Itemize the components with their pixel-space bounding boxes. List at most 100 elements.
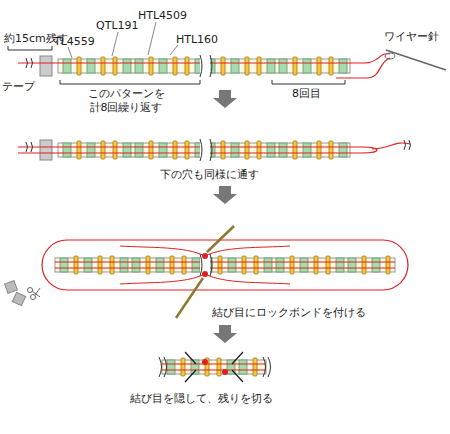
knot <box>202 359 208 365</box>
square-bead <box>267 59 275 73</box>
ring-bead <box>98 256 102 274</box>
ring-bead <box>101 57 105 75</box>
leader-line <box>68 47 72 58</box>
ring-bead <box>146 256 150 274</box>
square-bead <box>159 59 167 73</box>
square-bead <box>167 360 175 374</box>
ring-bead <box>77 57 81 75</box>
wire-needle <box>176 278 203 318</box>
square-bead <box>279 59 287 73</box>
label: テープ <box>2 80 35 94</box>
ring-bead <box>149 141 153 159</box>
wire <box>18 62 58 63</box>
label-text: 結び目を隠して、残りを切る <box>130 392 273 405</box>
square-bead <box>120 258 128 272</box>
square-bead <box>372 258 380 272</box>
wire <box>372 143 410 149</box>
break-mark <box>200 55 212 77</box>
square-bead <box>303 59 311 73</box>
ring-bead <box>181 358 185 376</box>
ring-bead <box>253 358 257 376</box>
break-mark <box>200 139 212 161</box>
tape-piece <box>12 292 25 305</box>
ring-bead <box>170 256 174 274</box>
ring-bead <box>245 57 249 75</box>
cut-wire <box>185 352 243 382</box>
ring-bead <box>317 57 321 75</box>
label: HTL4509 <box>138 9 187 23</box>
bracket <box>8 46 52 50</box>
ring-bead <box>242 256 246 274</box>
label-text: QTL191 <box>96 19 139 32</box>
ring-bead <box>254 256 258 274</box>
ring-bead <box>245 141 249 159</box>
knot <box>222 369 228 375</box>
leader-line <box>112 32 118 56</box>
label: 結び目にロックボンドを付ける <box>212 306 366 320</box>
ring-bead <box>77 141 81 159</box>
break-mark <box>200 254 212 276</box>
square-bead <box>336 258 344 272</box>
square-bead <box>60 258 68 272</box>
ring-bead <box>113 57 117 75</box>
bead-row <box>58 139 350 161</box>
needle-eye <box>385 53 395 59</box>
square-bead <box>135 59 143 73</box>
label: 結び目を隠して、残りを切る <box>130 392 273 406</box>
square-bead <box>87 143 95 157</box>
label-text: 下の穴も同様に通す <box>160 168 259 181</box>
label: QTL191 <box>96 19 139 33</box>
scissors-ring <box>28 288 33 293</box>
square-bead <box>228 258 236 272</box>
bracket <box>272 80 345 84</box>
scissors <box>28 288 41 300</box>
square-bead <box>63 59 71 73</box>
cut-mark <box>404 140 411 150</box>
label: HTL160 <box>176 33 218 47</box>
square-bead <box>303 143 311 157</box>
square-bead <box>239 360 247 374</box>
square-bead <box>135 143 143 157</box>
ring-bead <box>317 141 321 159</box>
label: 下の穴も同様に通す <box>160 168 259 182</box>
bead-row <box>58 55 350 77</box>
wire-loop <box>350 147 377 153</box>
ring-bead <box>74 256 78 274</box>
ring-bead <box>293 141 297 159</box>
label-text: このパターンを 計8回繰り返す <box>88 87 165 114</box>
label-text: 8回目 <box>292 87 321 100</box>
wire <box>55 268 395 269</box>
square-bead <box>123 143 131 157</box>
cut-mark <box>26 142 33 152</box>
leader-line <box>148 22 156 55</box>
label: 8回目 <box>292 87 321 101</box>
break-mark <box>159 357 167 377</box>
wire-needle <box>207 226 234 252</box>
ring-bead <box>217 358 221 376</box>
leader-line <box>170 45 178 55</box>
ring-bead <box>221 141 225 159</box>
ring-bead <box>257 141 261 159</box>
down-arrow <box>213 186 237 204</box>
ring-bead <box>329 141 333 159</box>
label-text: 結び目にロックボンドを付ける <box>212 306 366 319</box>
label: TL4559 <box>54 35 95 49</box>
ring-bead <box>221 57 225 75</box>
ring-bead <box>173 141 177 159</box>
label: このパターンを 計8回繰り返す <box>84 87 168 115</box>
square-bead <box>84 258 92 272</box>
square-bead <box>231 59 239 73</box>
ring-bead <box>257 57 261 75</box>
label-text: HTL160 <box>176 33 218 46</box>
wire <box>55 262 395 263</box>
down-arrow <box>213 90 237 108</box>
square-bead <box>192 258 200 272</box>
square-bead <box>300 258 308 272</box>
square-bead <box>132 258 140 272</box>
square-bead <box>87 59 95 73</box>
square-bead <box>279 143 287 157</box>
square-bead <box>339 143 347 157</box>
square-bead <box>159 143 167 157</box>
